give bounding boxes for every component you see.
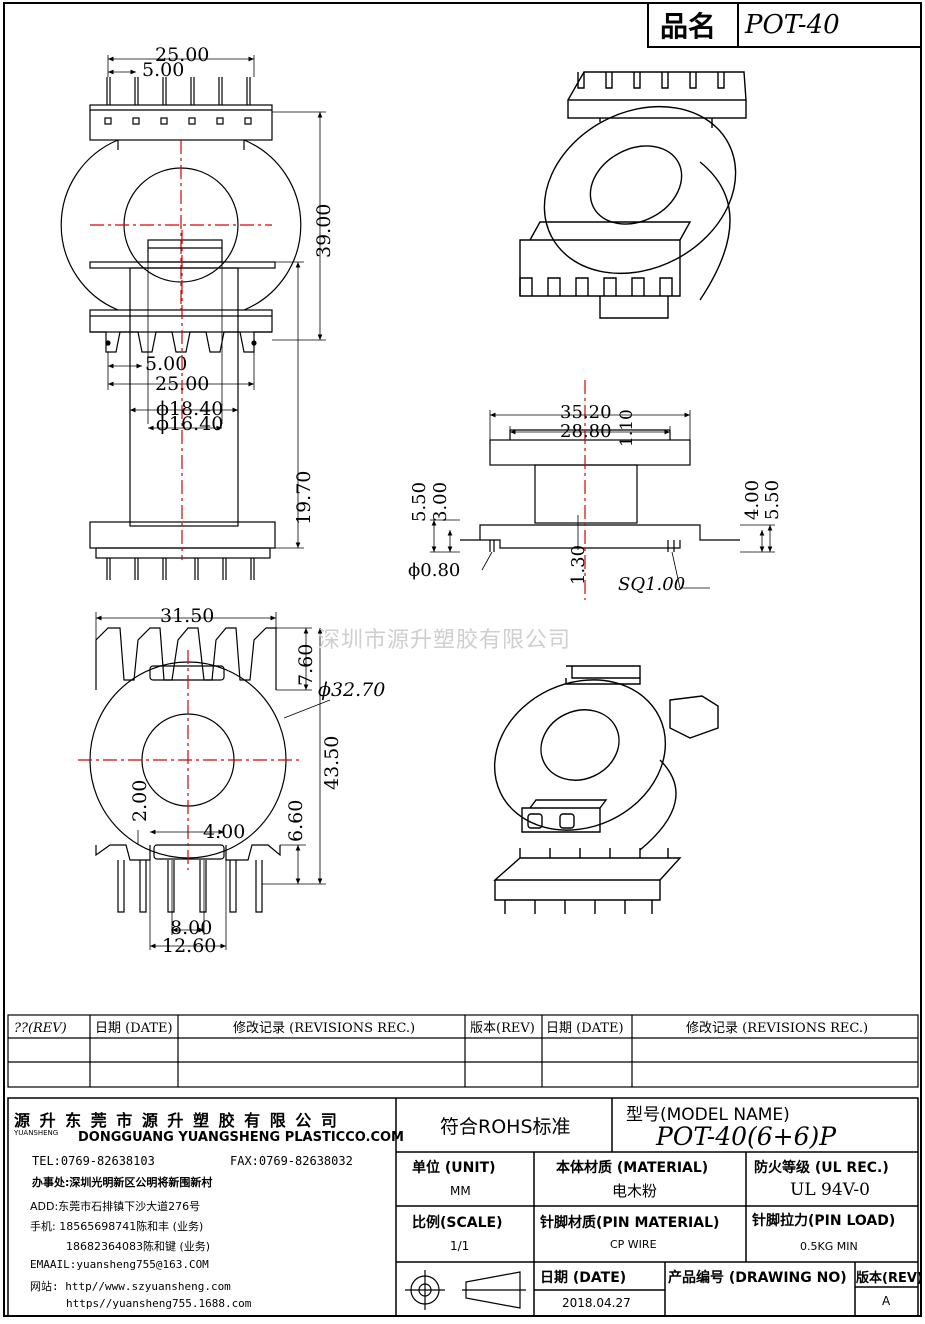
- date-label: 日期 (DATE): [540, 1270, 627, 1286]
- section-view: [430, 380, 775, 600]
- title-block-grid: [7, 1097, 919, 1317]
- side-pins: [106, 558, 255, 580]
- bottom-pin-span: 8.00: [170, 917, 212, 939]
- bottom-dia: ϕ32.70: [318, 679, 385, 701]
- model-label: 型号(MODEL NAME): [626, 1105, 790, 1125]
- front-top-width: 25.00: [155, 44, 209, 66]
- projection-symbol: [405, 1270, 526, 1310]
- company-tel: TEL:0769-82638103: [32, 1154, 155, 1168]
- front-top-pin-squares: [104, 117, 252, 125]
- front-bottom-pitch: 5.00: [145, 353, 187, 375]
- rev-header-2: 修改记录 (REVISIONS REC.): [233, 1021, 415, 1036]
- side-view: [89, 230, 304, 580]
- company-phone-2: 18682364083陈和键 (业务): [66, 1240, 211, 1253]
- section-dims: [430, 410, 775, 589]
- date-value: 2018.04.27: [562, 1296, 631, 1310]
- bottom-r: 2.00: [129, 780, 151, 822]
- name-value: POT-40: [744, 10, 840, 40]
- company-website-2: https//yuansheng755.1688.com: [66, 1297, 252, 1310]
- bottom-view: [78, 612, 331, 950]
- section-left-h1: 5.50: [409, 482, 430, 522]
- rev-header-5: 修改记录 (REVISIONS REC.): [686, 1021, 868, 1036]
- side-inner-dia: ϕ16.40: [156, 413, 223, 435]
- front-top-pitch: 5.00: [142, 59, 184, 81]
- bottom-pins: [117, 860, 263, 913]
- iso-view-bottom: [493, 665, 719, 914]
- material-label: 本体材质 (MATERIAL): [556, 1160, 709, 1176]
- rev-label: 版本(REV): [856, 1271, 923, 1286]
- company-fax: FAX:0769-82638032: [230, 1154, 353, 1168]
- section-pin-dia: ϕ0.80: [408, 560, 460, 581]
- name-label: 品名: [660, 10, 716, 43]
- company-office: 办事处:深圳光明新区公明将新围新村: [32, 1176, 213, 1189]
- scale-value: 1/1: [450, 1239, 470, 1253]
- bottom-height: 43.50: [321, 736, 343, 790]
- company-name-en: DONGGUANG YUANGSHENG PLASTICCO.COM: [78, 1130, 404, 1145]
- rev-header-4: 日期 (DATE): [546, 1021, 624, 1036]
- unit-value: MM: [450, 1184, 471, 1198]
- unit-label: 单位 (UNIT): [412, 1160, 496, 1176]
- section-center-offset: 1.30: [568, 545, 589, 585]
- bottom-slot: 4.00: [203, 821, 245, 843]
- material-value: 电木粉: [612, 1182, 658, 1200]
- section-flange-thick: 1.10: [617, 409, 637, 447]
- front-view: [60, 55, 326, 390]
- section-left-h2: 3.00: [430, 482, 451, 522]
- company-phone-1: 手机: 18565698741陈和丰 (业务): [30, 1220, 204, 1233]
- bottom-top-h: 7.60: [295, 644, 317, 686]
- iso-bottom-pins: [504, 848, 669, 914]
- pin-load-label: 针脚拉力(PIN LOAD): [752, 1213, 896, 1229]
- section-right-h1: 4.00: [742, 480, 763, 520]
- model-value: POT-40(6+6)P: [656, 1122, 837, 1151]
- iso-top-pins: [577, 72, 725, 89]
- section-flange-width: 35.20: [560, 402, 612, 423]
- rev-header-0: ??(REV): [14, 1021, 67, 1036]
- bottom-width: 31.50: [160, 605, 214, 627]
- rohs-label: 符合ROHS标准: [440, 1116, 571, 1138]
- bottom-pin-outer: 12.60: [162, 935, 216, 957]
- watermark: 深圳市源升塑胶有限公司: [318, 628, 572, 653]
- rev-header-1: 日期 (DATE): [95, 1021, 173, 1036]
- header-name-box: 品名 POT-40: [647, 2, 922, 48]
- pin-load-value: 0.5KG MIN: [800, 1240, 858, 1253]
- bottom-dims: [95, 612, 331, 950]
- pin-material-label: 针脚材质(PIN MATERIAL): [540, 1215, 720, 1231]
- side-dims: [129, 240, 304, 549]
- side-outer-dia: ϕ18.40: [156, 398, 223, 420]
- section-right-h2: 5.50: [762, 480, 783, 520]
- company-name-cn: 源 升 东 莞 市 源 升 塑 胶 有 限 公 司: [14, 1111, 339, 1130]
- front-top-pins: [106, 77, 251, 105]
- bottom-low-h: 6.60: [285, 800, 307, 842]
- scale-label: 比例(SCALE): [412, 1215, 503, 1231]
- iso-view-top: [519, 71, 747, 319]
- company-logo-text: YUANSHENG: [14, 1129, 59, 1137]
- company-email: EMAAIL:yuansheng755@163.COM: [30, 1258, 209, 1271]
- front-height: 39.00: [313, 204, 335, 258]
- side-height: 19.70: [293, 471, 315, 525]
- company-address: ADD:东莞市石排镇下沙大道276号: [30, 1200, 201, 1213]
- revision-table: [7, 1014, 919, 1088]
- pin-material-value: CP WIRE: [610, 1238, 657, 1251]
- company-website-1: 网站: http//www.szyuansheng.com: [30, 1280, 231, 1293]
- rev-header-3: 版本(REV): [470, 1021, 535, 1036]
- ul-label: 防火等级 (UL REC.): [754, 1160, 889, 1176]
- rev-value: A: [882, 1294, 891, 1308]
- section-pin-square: SQ1.00: [618, 574, 685, 595]
- drawing-no-label: 产品编号 (DRAWING NO): [668, 1270, 847, 1286]
- ul-value: UL 94V-0: [790, 1180, 870, 1200]
- section-inner-width: 28.80: [560, 421, 612, 442]
